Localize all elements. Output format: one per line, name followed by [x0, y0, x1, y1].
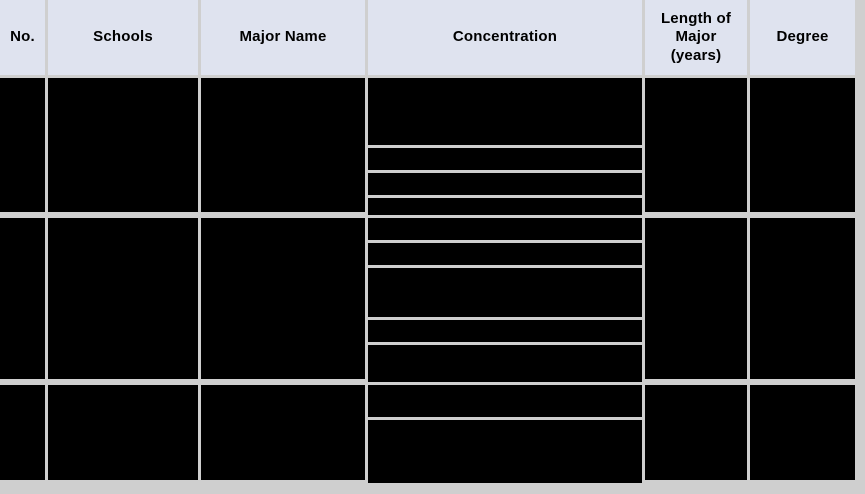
table-cell-degree[interactable]: [750, 218, 855, 379]
concentration-sub-cell[interactable]: [368, 198, 642, 215]
table-cell-schools[interactable]: [48, 218, 198, 379]
table-cell-no[interactable]: [0, 385, 45, 480]
concentration-sub-cell[interactable]: [368, 320, 642, 342]
table-cell-length[interactable]: [645, 78, 747, 212]
concentration-sub-cell[interactable]: [368, 78, 642, 145]
column-header-major_name[interactable]: Major Name: [201, 0, 365, 75]
concentration-sub-cell[interactable]: [368, 148, 642, 170]
table-cell-schools[interactable]: [48, 78, 198, 212]
table-cell-major_name[interactable]: [201, 78, 365, 212]
concentration-sub-cell[interactable]: [368, 345, 642, 382]
column-header-degree[interactable]: Degree: [750, 0, 855, 75]
table-cell-no[interactable]: [0, 218, 45, 379]
column-header-length[interactable]: Length of Major (years): [645, 0, 747, 75]
table-body: [0, 78, 855, 483]
concentration-sub-cell[interactable]: [368, 420, 642, 483]
table-cell-length[interactable]: [645, 385, 747, 480]
table-cell-major_name[interactable]: [201, 385, 365, 480]
concentration-sub-cell[interactable]: [368, 173, 642, 195]
concentration-sub-cell[interactable]: [368, 385, 642, 417]
concentration-sub-cell[interactable]: [368, 268, 642, 317]
table-cell-degree[interactable]: [750, 385, 855, 480]
concentration-sub-cell[interactable]: [368, 218, 642, 240]
column-header-schools[interactable]: Schools: [48, 0, 198, 75]
column-header-no[interactable]: No.: [0, 0, 45, 75]
table-cell-no[interactable]: [0, 78, 45, 212]
table-cell-schools[interactable]: [48, 385, 198, 480]
concentration-sub-cell[interactable]: [368, 243, 642, 265]
table-cell-major_name[interactable]: [201, 218, 365, 379]
table-cell-degree[interactable]: [750, 78, 855, 212]
column-header-concentration[interactable]: Concentration: [368, 0, 642, 75]
table-cell-length[interactable]: [645, 218, 747, 379]
